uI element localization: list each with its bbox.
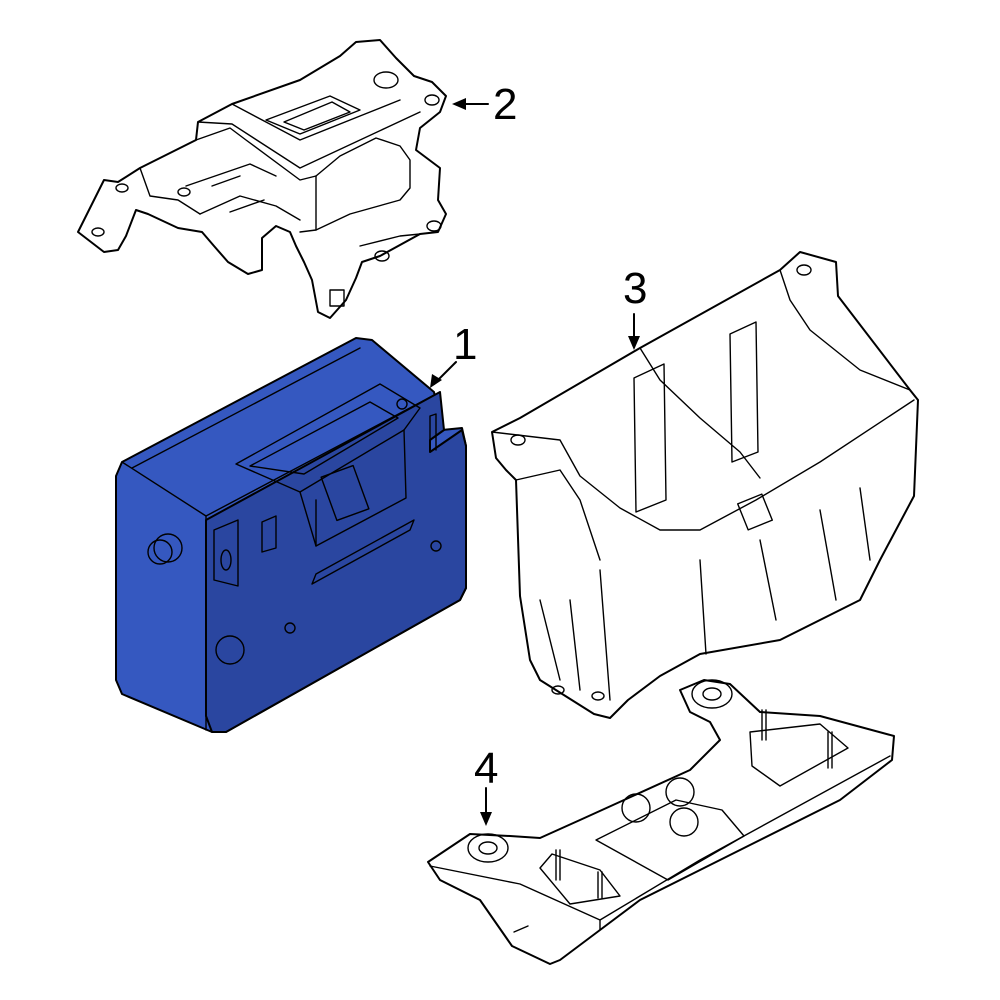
callout-label-2: 2 [493,80,517,129]
callout-leader-2 [452,98,489,110]
callout-leader-1 [430,361,457,388]
callout-leader-4 [480,787,492,826]
callout-label-3: 3 [623,264,647,313]
part-4-tray-support[interactable] [427,679,895,965]
callout-leader-3 [628,313,640,350]
part-3-battery-tray[interactable] [491,251,919,719]
part-1-battery[interactable] [115,337,467,733]
part-2-hold-down-bracket[interactable] [77,39,447,319]
callout-label-4: 4 [474,744,498,793]
callout-label-1: 1 [453,320,477,369]
